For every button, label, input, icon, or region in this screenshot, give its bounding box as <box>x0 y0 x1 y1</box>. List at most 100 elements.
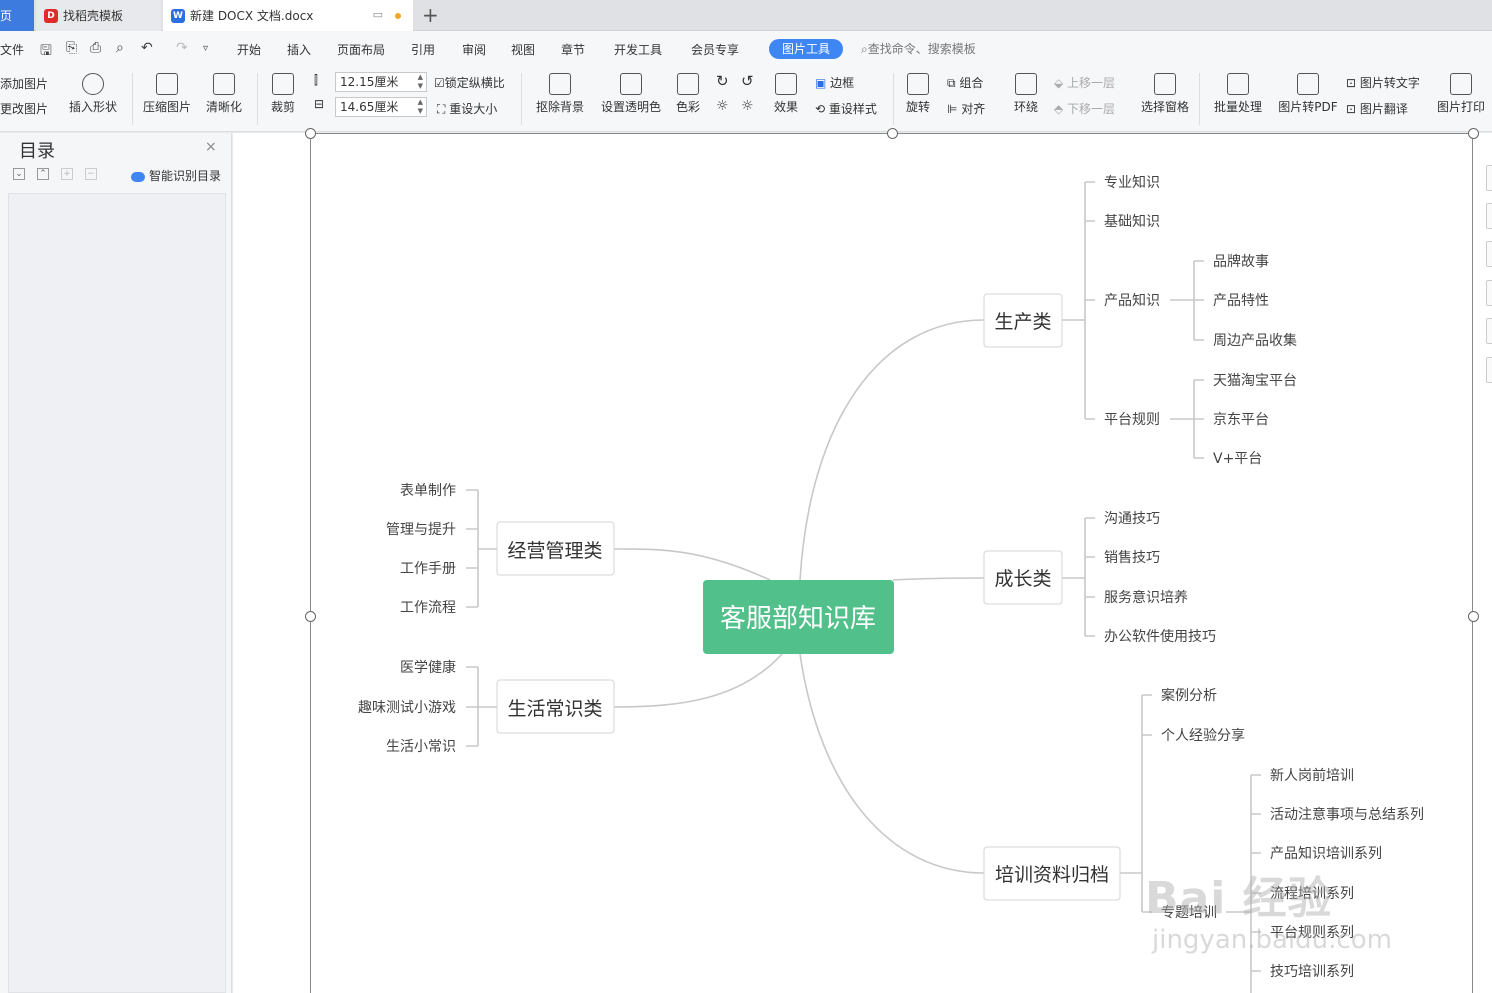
connector <box>1120 694 1152 913</box>
undo-icon[interactable]: ↶ <box>141 40 153 56</box>
selection-pane-label: 选择窗格 <box>1140 100 1189 114</box>
height-input[interactable]: 14.65厘米▲▼ <box>335 97 427 117</box>
remove-bg-button[interactable]: 抠除背景 <box>530 73 590 115</box>
more-chevron-icon[interactable]: ▿ <box>203 43 209 54</box>
to-text-button[interactable]: ⊡ 图片转文字 <box>1346 74 1420 91</box>
divider <box>257 73 258 125</box>
rotate-left-icon[interactable]: ↻ <box>716 72 729 90</box>
remove-bg-label: 抠除背景 <box>535 100 584 114</box>
color-button[interactable]: 色彩 <box>671 73 705 115</box>
leaf: V+平台 <box>1213 451 1262 467</box>
lock-ratio-checkbox[interactable]: ☑锁定纵横比 <box>434 74 505 91</box>
wrap-button[interactable]: 环绕 <box>1008 73 1044 115</box>
menu-devtools[interactable]: 开发工具 <box>614 43 663 57</box>
side-tool-button[interactable] <box>1486 318 1492 344</box>
expand-all-icon[interactable]: ⌄ <box>13 168 25 180</box>
menu-review[interactable]: 审阅 <box>462 43 487 57</box>
menu-member[interactable]: 会员专享 <box>691 43 740 57</box>
border-button[interactable]: ▣ 边框 <box>815 74 854 91</box>
align-button[interactable]: ⊫ 对齐 <box>947 100 985 117</box>
connector <box>1062 181 1095 420</box>
selection-pane-button[interactable]: 选择窗格 <box>1139 73 1191 115</box>
sharpen-icon <box>213 73 235 95</box>
group-button[interactable]: ⧉ 组合 <box>947 74 983 91</box>
leaf: 天猫淘宝平台 <box>1213 373 1297 389</box>
set-transparent-label: 设置透明色 <box>600 100 661 114</box>
menu-chapter[interactable]: 章节 <box>561 43 586 57</box>
effects-button[interactable]: 效果 <box>768 73 804 115</box>
add-image-button[interactable]: 添加图片 <box>0 77 49 91</box>
toc-list <box>8 193 226 993</box>
menu-insert[interactable]: 插入 <box>287 43 312 57</box>
new-tab-button[interactable]: + <box>422 3 439 27</box>
align-icon: ⊫ <box>947 102 962 116</box>
brightness-icon[interactable]: ☼ <box>716 98 729 114</box>
leaf: 服务意识培养 <box>1104 589 1188 606</box>
batch-button[interactable]: 批量处理 <box>1208 73 1268 115</box>
crop-label: 裁剪 <box>270 100 295 114</box>
sharpen-label: 清晰化 <box>205 100 242 114</box>
reset-size-button[interactable]: ⛶ 重设大小 <box>437 100 497 117</box>
effects-label: 效果 <box>773 100 798 114</box>
tab-screen-icon[interactable]: ▭ <box>372 8 383 21</box>
set-transparent-button[interactable]: 设置透明色 <box>599 73 663 115</box>
connector <box>613 653 783 708</box>
collapse-all-icon[interactable]: ⌃ <box>37 168 49 180</box>
side-tool-button[interactable] <box>1486 203 1492 229</box>
smart-toc-button[interactable]: 智能识别目录 <box>131 167 221 184</box>
remove-level-icon[interactable]: − <box>85 168 97 180</box>
export-icon[interactable]: ⎘ <box>66 40 78 56</box>
menu-picture-tools[interactable]: 图片工具 <box>769 39 843 59</box>
tab-document[interactable]: W 新建 DOCX 文档.docx ▭ <box>163 0 413 31</box>
change-image-button[interactable]: 更改图片 <box>0 102 49 116</box>
border-icon: ▣ <box>815 76 831 90</box>
leaf: 表单制作 <box>400 483 456 499</box>
toc-close-icon[interactable]: × <box>205 139 217 155</box>
sharpen-button[interactable]: 清晰化 <box>201 73 247 115</box>
translate-button[interactable]: ⊡ 图片翻译 <box>1346 100 1408 117</box>
rotate-right-icon[interactable]: ↺ <box>741 72 754 90</box>
compress-button[interactable]: 压缩图片 <box>142 73 192 115</box>
command-search[interactable]: ⌕查找命令、搜索模板 <box>861 40 976 57</box>
resize-handle[interactable] <box>305 128 316 139</box>
print-image-button[interactable]: 图片打印 <box>1434 73 1488 115</box>
width-input[interactable]: 12.15厘米▲▼ <box>335 72 427 92</box>
rotate-button[interactable]: 旋转 <box>900 73 936 115</box>
tab-home[interactable]: 页 <box>0 0 34 31</box>
connector <box>799 319 985 581</box>
contrast-icon[interactable]: ☼ <box>741 98 754 114</box>
smart-toc-label: 智能识别目录 <box>149 169 222 183</box>
to-pdf-button[interactable]: 图片转PDF <box>1277 73 1339 115</box>
tab-template[interactable]: D 找稻壳模板 <box>36 0 161 31</box>
resize-handle[interactable] <box>305 611 316 622</box>
menu-layout[interactable]: 页面布局 <box>337 43 386 57</box>
reset-style-button[interactable]: ⟲ 重设样式 <box>815 100 877 117</box>
menu-reference[interactable]: 引用 <box>411 43 436 57</box>
leaf: 产品知识 <box>1104 292 1160 309</box>
side-tool-button[interactable] <box>1486 280 1492 306</box>
bring-forward-button[interactable]: ⬙ 上移一层 <box>1054 74 1115 91</box>
insert-shape-button[interactable]: 插入形状 <box>64 73 122 115</box>
rotate-icon <box>907 73 929 95</box>
menu-start[interactable]: 开始 <box>237 43 262 57</box>
save-icon[interactable]: 🖫 <box>40 43 52 59</box>
send-backward-label: 下移一层 <box>1067 102 1116 116</box>
leaf: 新人岗前培训 <box>1270 767 1354 784</box>
resize-handle[interactable] <box>887 128 898 139</box>
redo-icon[interactable]: ↷ <box>176 40 188 56</box>
side-tool-button[interactable] <box>1486 165 1492 191</box>
resize-handle[interactable] <box>1468 611 1479 622</box>
resize-handle[interactable] <box>1468 128 1479 139</box>
menu-view[interactable]: 视图 <box>511 43 536 57</box>
side-tool-button[interactable] <box>1486 357 1492 383</box>
insert-shape-label: 插入形状 <box>68 100 117 114</box>
crop-button[interactable]: 裁剪 <box>266 73 300 115</box>
checkbox-checked-icon: ☑ <box>434 76 445 90</box>
side-tool-button[interactable] <box>1486 241 1492 267</box>
send-backward-button[interactable]: ⬘ 下移一层 <box>1054 100 1115 117</box>
add-level-icon[interactable]: + <box>61 168 73 180</box>
toc-title: 目录 <box>19 141 55 162</box>
preview-icon[interactable]: ⌕ <box>116 40 124 56</box>
menu-file[interactable]: 文件 <box>0 43 25 57</box>
print-icon[interactable]: ⎙ <box>90 40 102 56</box>
